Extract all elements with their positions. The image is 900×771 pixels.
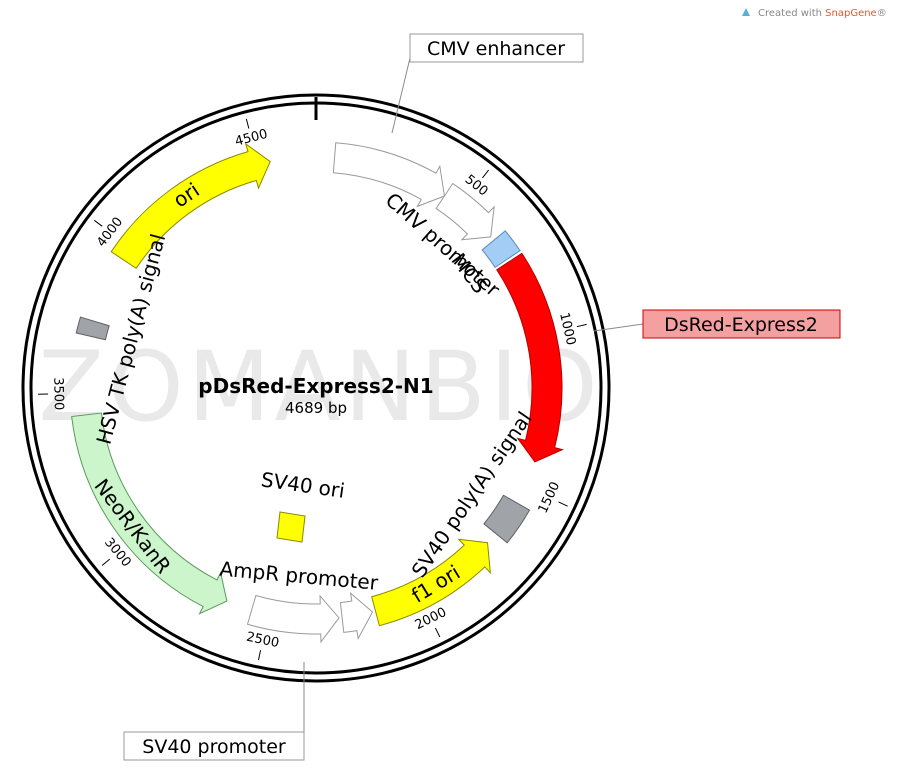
callout-label: CMV enhancer [427, 38, 565, 60]
tick-label: 1500 [536, 480, 564, 516]
tick-mark [435, 628, 439, 637]
callout-label: DsRed-Express2 [664, 314, 818, 336]
snapgene-credit: Created with SnapGene® [742, 8, 887, 19]
credit-brand: SnapGene [825, 8, 877, 19]
feature-label-neor-kanr: NeoR/KanR [89, 474, 175, 578]
callout-leader-line [392, 58, 410, 133]
credit-text: Created with SnapGene® [758, 8, 887, 19]
tick-mark [577, 324, 587, 326]
tick-label: 2500 [245, 630, 280, 652]
tick-label: 4500 [233, 127, 269, 150]
plasmid-length: 4689 bp [285, 399, 347, 417]
feature-label-ampr-promoter: AmpR promoter [219, 557, 380, 595]
feature-neor-kanr [72, 413, 227, 614]
tick-mark [258, 650, 260, 660]
feature-ampr-promoter-a [340, 593, 372, 638]
sv40-ori-feature: SV40 ori [260, 467, 347, 542]
sv40-ori-label: SV40 ori [260, 467, 347, 502]
tick-mark [482, 170, 488, 178]
tick-mark [102, 559, 110, 565]
credit-suffix: ® [877, 8, 887, 19]
tick-mark [94, 220, 102, 226]
tick-label: 3500 [50, 377, 66, 410]
callout-sv40-promoter: SV40 promoter [124, 662, 304, 760]
snapgene-logo-icon [742, 8, 750, 16]
tick-mark [559, 502, 568, 506]
callout-cmv-enhancer: CMV enhancer [392, 34, 583, 133]
feature-sv40-polya [484, 495, 530, 543]
tick-mark [246, 119, 249, 129]
plasmid-name: pDsRed-Express2-N1 [198, 374, 433, 398]
sv40-ori-shape [277, 512, 305, 542]
credit-prefix: Created with [758, 8, 825, 19]
callout-dsred-express2: DsRed-Express2 [594, 310, 840, 338]
callout-label: SV40 promoter [142, 736, 286, 758]
